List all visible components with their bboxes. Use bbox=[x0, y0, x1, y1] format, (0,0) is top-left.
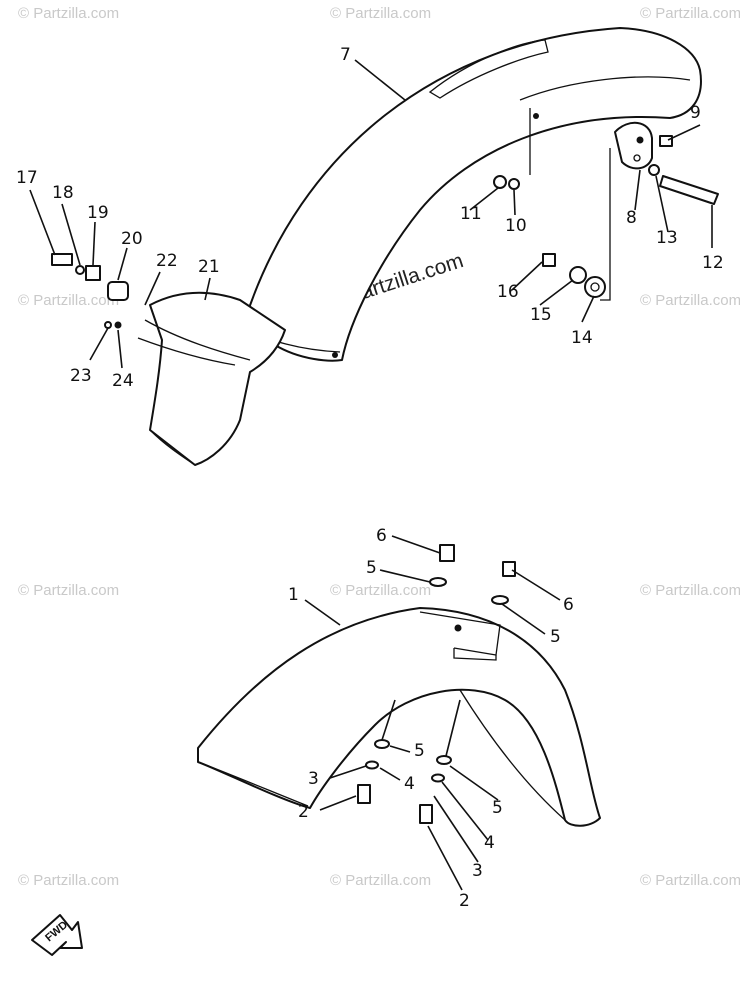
callout-3: 3 bbox=[308, 769, 319, 789]
callout-10: 10 bbox=[505, 216, 527, 236]
watermark: © Partzilla.com bbox=[640, 292, 740, 309]
callout-11: 11 bbox=[460, 204, 482, 224]
callout-6: 6 bbox=[563, 595, 574, 615]
callout-2: 2 bbox=[298, 802, 309, 822]
watermark: © Partzilla.com bbox=[18, 292, 119, 309]
rear-mudflap bbox=[137, 291, 286, 466]
callout-23: 23 bbox=[70, 366, 92, 386]
callout-19: 19 bbox=[87, 203, 109, 223]
callout-5: 5 bbox=[414, 741, 425, 761]
watermark: © Partzilla.com bbox=[18, 582, 119, 599]
callout-14: 14 bbox=[571, 328, 593, 348]
callout-16: 16 bbox=[497, 282, 519, 302]
callout-7: 7 bbox=[340, 45, 351, 65]
callout-1: 1 bbox=[288, 585, 299, 605]
callout-5: 5 bbox=[366, 558, 377, 578]
callout-8: 8 bbox=[626, 208, 637, 228]
rear-hardware bbox=[51, 122, 719, 329]
callout-9: 9 bbox=[690, 103, 701, 123]
rear-fender bbox=[244, 27, 702, 362]
callout-3: 3 bbox=[472, 861, 483, 881]
callout-5: 5 bbox=[492, 798, 503, 818]
callout-24: 24 bbox=[112, 371, 134, 391]
callout-4: 4 bbox=[404, 774, 415, 794]
callout-12: 12 bbox=[702, 253, 724, 273]
fwd-arrow-icon: FWD bbox=[31, 914, 83, 956]
callout-22: 22 bbox=[156, 251, 178, 271]
callout-17: 17 bbox=[16, 168, 38, 188]
watermark: © Partzilla.com bbox=[18, 872, 119, 889]
callout-2: 2 bbox=[459, 891, 470, 911]
leader-lines bbox=[29, 59, 713, 891]
front-hardware bbox=[357, 544, 516, 824]
watermark: © Partzilla.com bbox=[640, 5, 740, 22]
callout-5: 5 bbox=[550, 627, 561, 647]
watermark: © Partzilla.com bbox=[330, 5, 431, 22]
watermark: © Partzilla.com bbox=[640, 582, 740, 599]
callout-21: 21 bbox=[198, 257, 220, 277]
callout-15: 15 bbox=[530, 305, 552, 325]
watermark: © Partzilla.com bbox=[330, 582, 431, 599]
callout-18: 18 bbox=[52, 183, 74, 203]
watermark: © Partzilla.com bbox=[330, 872, 431, 889]
callout-13: 13 bbox=[656, 228, 678, 248]
callout-4: 4 bbox=[484, 833, 495, 853]
front-fender bbox=[197, 607, 601, 827]
watermark: © Partzilla.com bbox=[640, 872, 740, 889]
watermark: © Partzilla.com bbox=[18, 5, 119, 22]
callout-labels: 1 2 2 3 3 4 4 5 5 5 5 6 6 7 8 9 10 11 12… bbox=[16, 45, 724, 911]
callout-20: 20 bbox=[121, 229, 143, 249]
callout-6: 6 bbox=[376, 526, 387, 546]
